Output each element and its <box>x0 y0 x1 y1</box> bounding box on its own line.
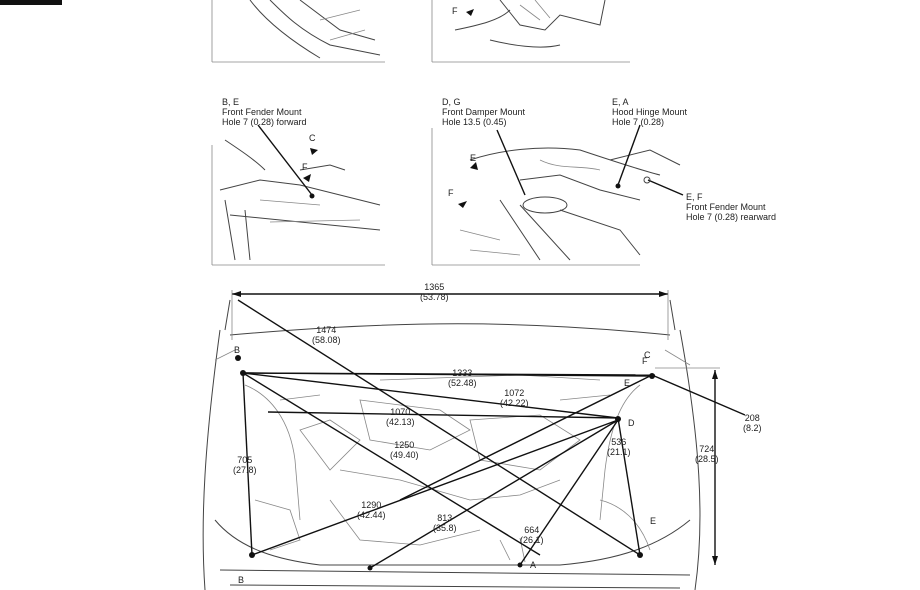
engine-bay-outline <box>202 299 701 590</box>
point-letter: C <box>309 133 316 143</box>
middle-left-panel-sketch <box>211 124 385 266</box>
callout-code: B, E <box>222 97 240 107</box>
callout-spec: Hole 7 (0.28) rearward <box>686 212 777 222</box>
callout-spec: Hole 13.5 (0.45) <box>442 117 507 127</box>
point-letter: B <box>234 345 241 355</box>
point-letter: E <box>624 378 631 388</box>
callout-code: E, A <box>612 97 629 107</box>
dim-813: 813(35.8) <box>433 513 457 533</box>
point-letter: E <box>650 516 657 526</box>
point-letter: C <box>644 350 651 360</box>
callout-title: Hood Hinge Mount <box>612 107 688 117</box>
dim-1474: 1474(58.08) <box>312 325 341 345</box>
callout-title: Front Damper Mount <box>442 107 526 117</box>
callout-spec: Hole 7 (0.28) forward <box>222 117 307 127</box>
point-letter: E <box>470 153 477 163</box>
dim-1290: 1290(42.44) <box>357 500 386 520</box>
callout-hood-hinge: E, A Hood Hinge Mount Hole 7 (0.28) <box>612 97 687 127</box>
callout-title: Front Fender Mount <box>222 107 302 117</box>
callout-code: E, F <box>686 192 703 202</box>
callout-front-damper: D, G Front Damper Mount Hole 13.5 (0.45) <box>442 97 525 127</box>
callout-title: Front Fender Mount <box>686 202 766 212</box>
dim-208: 208(8.2) <box>743 413 762 433</box>
point-letter: B <box>238 575 245 585</box>
dim-536: 536(21.1) <box>607 437 631 457</box>
dim-1070: 1070(42.13) <box>386 407 415 427</box>
middle-right-panel-sketch <box>431 124 684 266</box>
dim-1250: 1250(49.40) <box>390 440 419 460</box>
callout-front-fender-rearward: E, F Front Fender Mount Hole 7 (0.28) re… <box>686 192 776 222</box>
point-letter: F <box>302 162 308 172</box>
dim-724: 724(28.5) <box>695 444 719 464</box>
dim-705: 705(27.8) <box>233 455 257 475</box>
dim-1365: 1365(53.78) <box>420 282 449 302</box>
point-letter: F <box>642 356 648 366</box>
top-right-panel-sketch <box>431 0 630 63</box>
callout-code: D, G <box>442 97 461 107</box>
callout-front-fender-forward: B, E Front Fender Mount Hole 7 (0.28) fo… <box>222 97 307 127</box>
point-letter: A <box>530 560 537 570</box>
dim-1333: 1333(52.48) <box>448 368 477 388</box>
point-letter: F <box>448 188 454 198</box>
point-letter: D <box>628 418 635 428</box>
dim-1072: 1072(42.22) <box>500 388 529 408</box>
dim-664: 664(26.1) <box>520 525 544 545</box>
header-bar <box>0 0 62 5</box>
callout-spec: Hole 7 (0.28) <box>612 117 665 127</box>
point-letter: F <box>452 6 458 16</box>
dimension-lines <box>231 290 746 571</box>
top-left-panel-sketch <box>211 0 385 63</box>
